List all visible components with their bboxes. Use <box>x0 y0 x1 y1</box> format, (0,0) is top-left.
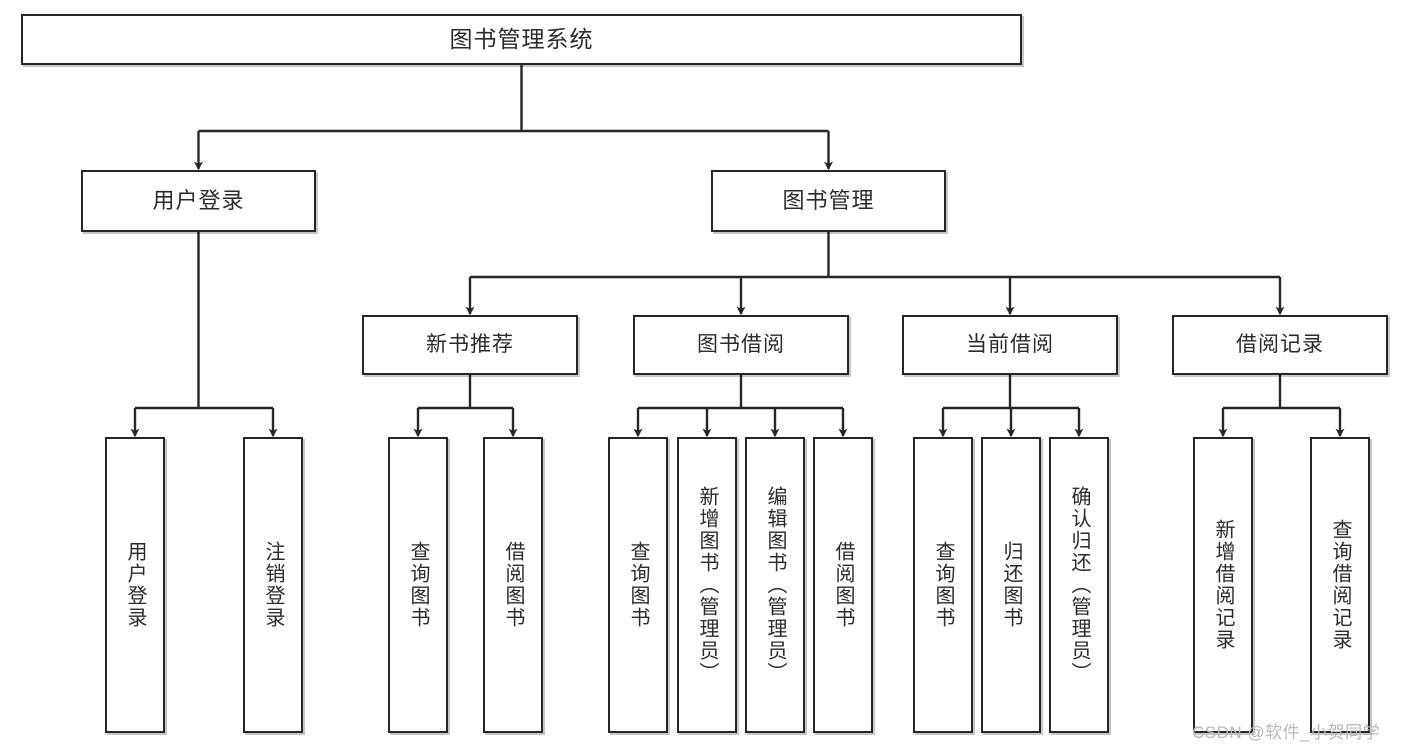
node-label: 借阅图书 <box>502 541 524 629</box>
node-leaf-query-record[interactable]: 查询借阅记录 <box>1310 437 1370 733</box>
node-label: 借阅图书 <box>832 541 854 629</box>
node-label: 归还图书 <box>1000 541 1022 629</box>
node-label: 用户登录 <box>124 541 146 629</box>
node-label: 查询借阅记录 <box>1329 519 1351 651</box>
node-label: 图书借阅 <box>697 332 785 356</box>
node-leaf-user-login[interactable]: 用户登录 <box>105 437 165 733</box>
node-leaf-logout[interactable]: 注销登录 <box>243 437 303 733</box>
node-leaf-query-book-3[interactable]: 查询图书 <box>913 437 973 733</box>
node-label: 确认归还（管理员） <box>1068 486 1090 684</box>
node-borrow-record[interactable]: 借阅记录 <box>1172 315 1388 375</box>
node-label: 图书管理系统 <box>449 26 594 53</box>
node-leaf-borrow-book-2[interactable]: 借阅图书 <box>813 437 873 733</box>
node-label: 查询图书 <box>932 541 954 629</box>
node-label: 当前借阅 <box>966 332 1054 356</box>
node-label: 借阅记录 <box>1236 332 1324 356</box>
node-leaf-confirm-return[interactable]: 确认归还（管理员） <box>1049 437 1109 733</box>
node-root[interactable]: 图书管理系统 <box>21 14 1022 65</box>
node-new-book-rec[interactable]: 新书推荐 <box>362 315 578 375</box>
node-label: 新增图书（管理员） <box>696 486 718 684</box>
node-label: 查询图书 <box>627 541 649 629</box>
node-leaf-query-book-1[interactable]: 查询图书 <box>388 437 448 733</box>
node-label: 图书管理 <box>782 188 875 214</box>
node-label: 编辑图书（管理员） <box>764 486 786 684</box>
node-current-borrow[interactable]: 当前借阅 <box>902 315 1118 375</box>
node-label: 新书推荐 <box>426 332 514 356</box>
node-leaf-return-book[interactable]: 归还图书 <box>981 437 1041 733</box>
node-leaf-add-book[interactable]: 新增图书（管理员） <box>677 437 737 733</box>
node-leaf-add-record[interactable]: 新增借阅记录 <box>1193 437 1253 733</box>
node-leaf-edit-book[interactable]: 编辑图书（管理员） <box>745 437 805 733</box>
node-label: 注销登录 <box>262 541 284 629</box>
edge-layer <box>130 65 1345 438</box>
node-book-borrow[interactable]: 图书借阅 <box>633 315 849 375</box>
node-leaf-query-book-2[interactable]: 查询图书 <box>608 437 668 733</box>
node-user-login[interactable]: 用户登录 <box>81 170 316 232</box>
node-label: 新增借阅记录 <box>1212 519 1234 651</box>
node-label: 查询图书 <box>407 541 429 629</box>
node-label: 用户登录 <box>152 188 245 214</box>
node-leaf-borrow-book-1[interactable]: 借阅图书 <box>483 437 543 733</box>
node-book-admin[interactable]: 图书管理 <box>711 170 946 232</box>
